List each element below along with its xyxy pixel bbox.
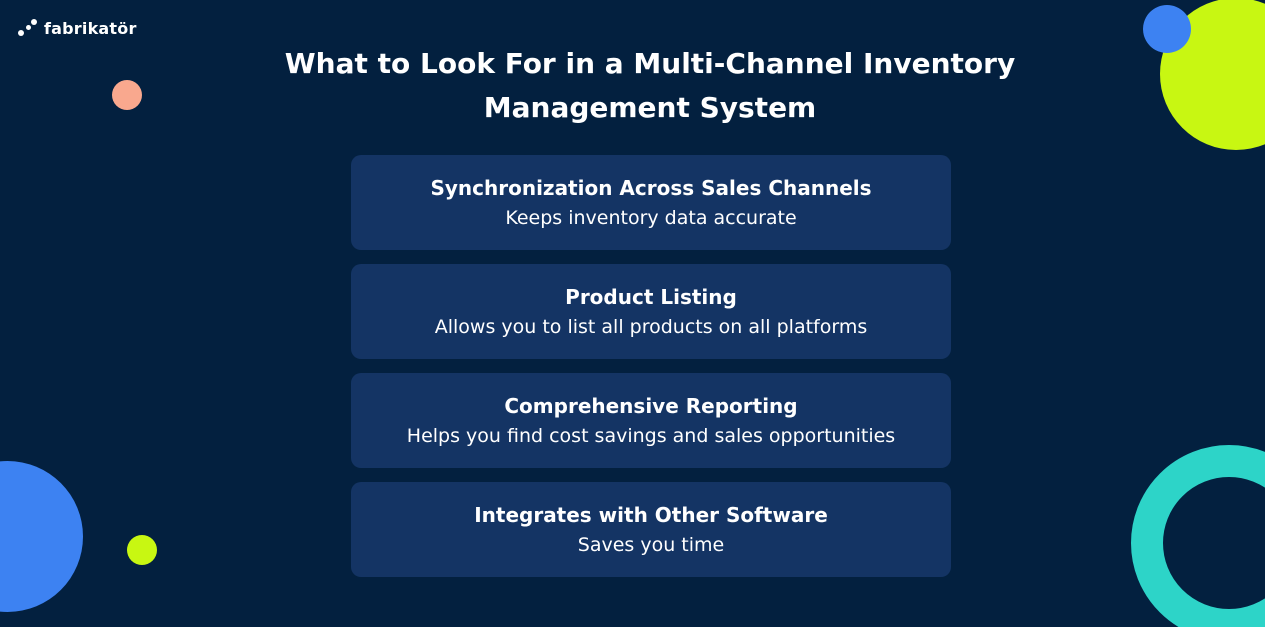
- decorative-salmon-circle: [112, 80, 142, 110]
- page-title: What to Look For in a Multi-Channel Inve…: [284, 47, 1016, 124]
- feature-title: Synchronization Across Sales Channels: [430, 175, 872, 200]
- feature-card: Synchronization Across Sales Channels Ke…: [351, 155, 951, 250]
- feature-title: Integrates with Other Software: [474, 502, 828, 527]
- feature-card: Product Listing Allows you to list all p…: [351, 264, 951, 359]
- feature-title: Comprehensive Reporting: [504, 393, 798, 418]
- feature-description: Helps you find cost savings and sales op…: [406, 424, 896, 447]
- brand-logo: fabrikatör: [18, 17, 137, 39]
- decorative-blue-circle-small: [1143, 5, 1191, 53]
- logo-dots-icon: [18, 18, 38, 38]
- feature-card: Integrates with Other Software Saves you…: [351, 482, 951, 577]
- brand-name: fabrikatör: [44, 18, 137, 38]
- decorative-blue-circle-large: [0, 461, 83, 612]
- feature-list: Synchronization Across Sales Channels Ke…: [351, 155, 951, 591]
- decorative-teal-ring: [1131, 445, 1265, 627]
- feature-description: Saves you time: [577, 533, 725, 556]
- feature-description: Allows you to list all products on all p…: [434, 315, 868, 338]
- decorative-lime-circle-small: [127, 535, 157, 565]
- feature-card: Comprehensive Reporting Helps you find c…: [351, 373, 951, 468]
- feature-title: Product Listing: [565, 284, 737, 309]
- feature-description: Keeps inventory data accurate: [505, 206, 797, 229]
